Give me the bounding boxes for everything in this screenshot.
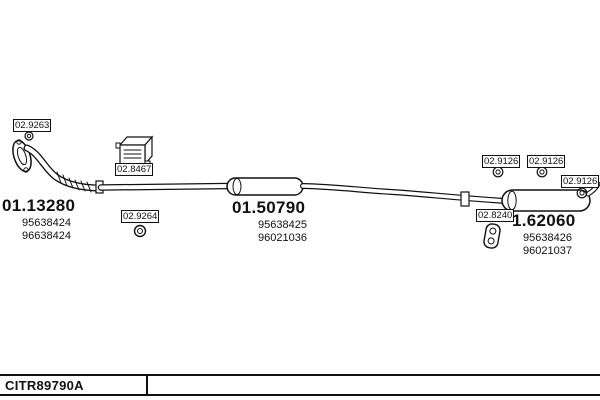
middle-pipe-drawing — [97, 182, 233, 191]
oem-number-front-2: 96638424 — [22, 230, 71, 242]
mount-ring-icon — [536, 166, 548, 178]
rubber-hanger-icon — [483, 223, 501, 249]
part-label-hanger[interactable]: 02.8240 — [476, 209, 515, 222]
part-label-mount-2[interactable]: 02.9126 — [527, 155, 566, 168]
part-label-heat-shield[interactable]: 02.8467 — [115, 163, 154, 176]
mount-ring-icon — [492, 166, 504, 178]
oem-number-middle-1: 95638425 — [258, 219, 307, 231]
oem-number-front-1: 95638424 — [22, 217, 71, 229]
footer-title-strip: CITR89790A — [0, 374, 600, 396]
part-label-o-ring[interactable]: 02.9264 — [121, 210, 160, 223]
rear-pipe-drawing — [300, 183, 508, 207]
part-label-mount-1[interactable]: 02.9126 — [482, 155, 521, 168]
heat-shield-drawing — [115, 135, 154, 166]
oem-number-middle-2: 96021036 — [258, 232, 307, 244]
part-number-middle-silencer[interactable]: 01.50790 — [232, 198, 306, 217]
gasket-ring-icon — [24, 131, 34, 141]
catalog-code: CITR89790A — [5, 377, 84, 393]
part-number-front-pipe[interactable]: 01.13280 — [2, 196, 76, 215]
oem-number-rear-1: 95638426 — [523, 232, 572, 244]
front-pipe-drawing — [23, 144, 105, 194]
part-number-rear-silencer[interactable]: 1.62060 — [512, 211, 576, 230]
front-flange-drawing — [12, 139, 32, 173]
middle-silencer-drawing — [226, 177, 304, 196]
catalog-code-cell: CITR89790A — [0, 376, 148, 394]
mount-ring-icon — [576, 187, 588, 199]
oem-number-rear-2: 96021037 — [523, 245, 572, 257]
part-label-front-gasket[interactable]: 02.9263 — [13, 119, 52, 132]
part-label-mount-3[interactable]: 02.9126 — [561, 175, 600, 188]
rear-silencer-drawing — [501, 181, 600, 212]
o-ring-icon — [133, 224, 147, 238]
